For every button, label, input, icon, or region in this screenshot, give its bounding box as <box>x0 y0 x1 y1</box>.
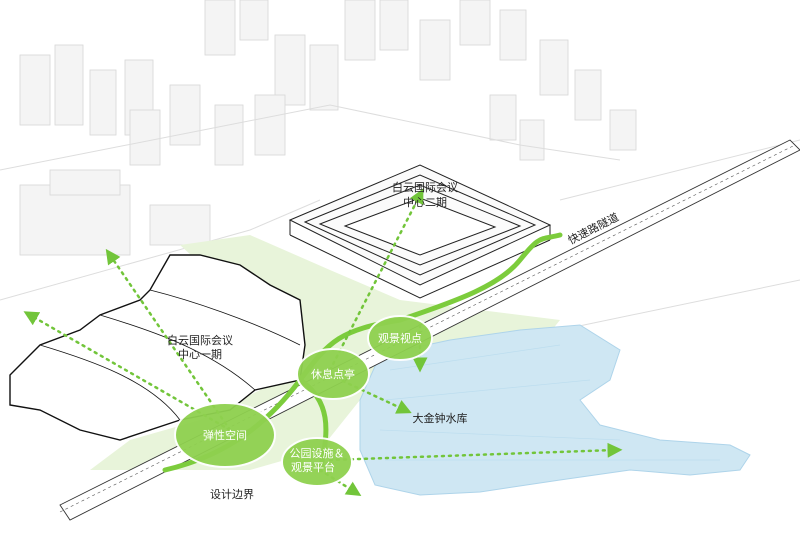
viewing-point-label: 观景视点 <box>378 331 422 345</box>
park-facilities-label-line1: 公园设施＆ <box>290 447 345 460</box>
node-flexible-space: 弹性空间 <box>174 402 276 468</box>
phase-two-label-line1: 白云国际会议 <box>392 180 458 194</box>
phase-one-building <box>9 254 306 441</box>
reservoir-label: 大金钟水库 <box>413 411 468 425</box>
phase-one-label-line1: 白云国际会议 <box>167 333 233 347</box>
phase-one-label-line2: 中心一期 <box>178 348 222 361</box>
flexible-space-label: 弹性空间 <box>203 428 247 442</box>
phase-two-building <box>288 164 552 299</box>
rest-point-label: 休息点亭 <box>311 367 355 381</box>
reservoir-water <box>359 324 751 496</box>
node-viewing-point: 观景视点 <box>367 315 433 361</box>
phase-two-label-line2: 中心二期 <box>403 196 447 209</box>
node-rest-point: 休息点亭 <box>296 348 370 400</box>
background-city <box>19 0 637 256</box>
context-roads <box>0 104 800 331</box>
park-facilities-label-line2: 观景平台 <box>291 460 335 474</box>
node-park-facilities: 公园设施＆ 观景平台 <box>281 437 353 487</box>
design-boundary-label: 设计边界 <box>210 488 254 501</box>
